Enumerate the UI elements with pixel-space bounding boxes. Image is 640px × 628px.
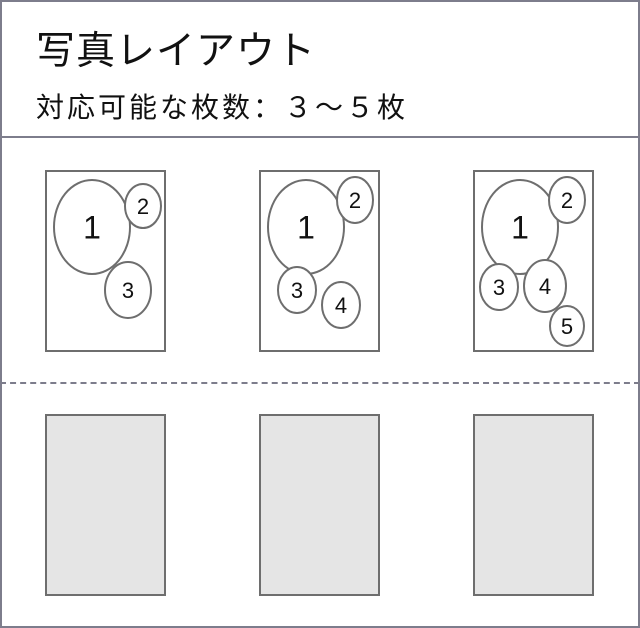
photo-circle-4 xyxy=(321,281,361,329)
photo-circle-4 xyxy=(523,259,567,313)
placeholder-page xyxy=(473,414,594,596)
photo-number: 3 xyxy=(493,275,505,300)
photo-circle-5 xyxy=(549,305,585,347)
photo-circle-1 xyxy=(481,179,559,275)
header-divider xyxy=(0,136,640,138)
photo-number: 4 xyxy=(335,293,347,318)
photo-circle-3 xyxy=(277,266,317,314)
photo-circle-2 xyxy=(124,183,162,229)
photo-circle-2 xyxy=(336,176,374,224)
photo-number: 1 xyxy=(83,210,101,246)
layout-3-photos: 1 2 3 xyxy=(45,170,166,352)
photo-number: 2 xyxy=(561,188,573,213)
page-subtitle: 対応可能な枚数：３～５枚 xyxy=(36,91,409,124)
photo-number: 1 xyxy=(297,210,315,246)
layout-4-photos: 1 2 3 4 xyxy=(259,170,380,352)
placeholder-page xyxy=(259,414,380,596)
dashed-divider xyxy=(0,382,640,384)
photo-circle-1 xyxy=(53,179,131,275)
photo-circle-2 xyxy=(548,176,586,224)
photo-number: 3 xyxy=(122,278,134,303)
photo-number: 2 xyxy=(349,188,361,213)
layout-5-photos: 1 2 3 45 xyxy=(473,170,594,352)
placeholder-page xyxy=(45,414,166,596)
photo-number: 5 xyxy=(561,314,573,339)
photo-circle-3 xyxy=(104,261,152,319)
photo-number: 2 xyxy=(137,194,149,219)
photo-number: 1 xyxy=(511,210,529,246)
photo-number: 3 xyxy=(291,278,303,303)
page-title: 写真レイアウト xyxy=(36,29,317,74)
photo-circle-3 xyxy=(479,263,519,311)
photo-number: 4 xyxy=(539,274,551,299)
